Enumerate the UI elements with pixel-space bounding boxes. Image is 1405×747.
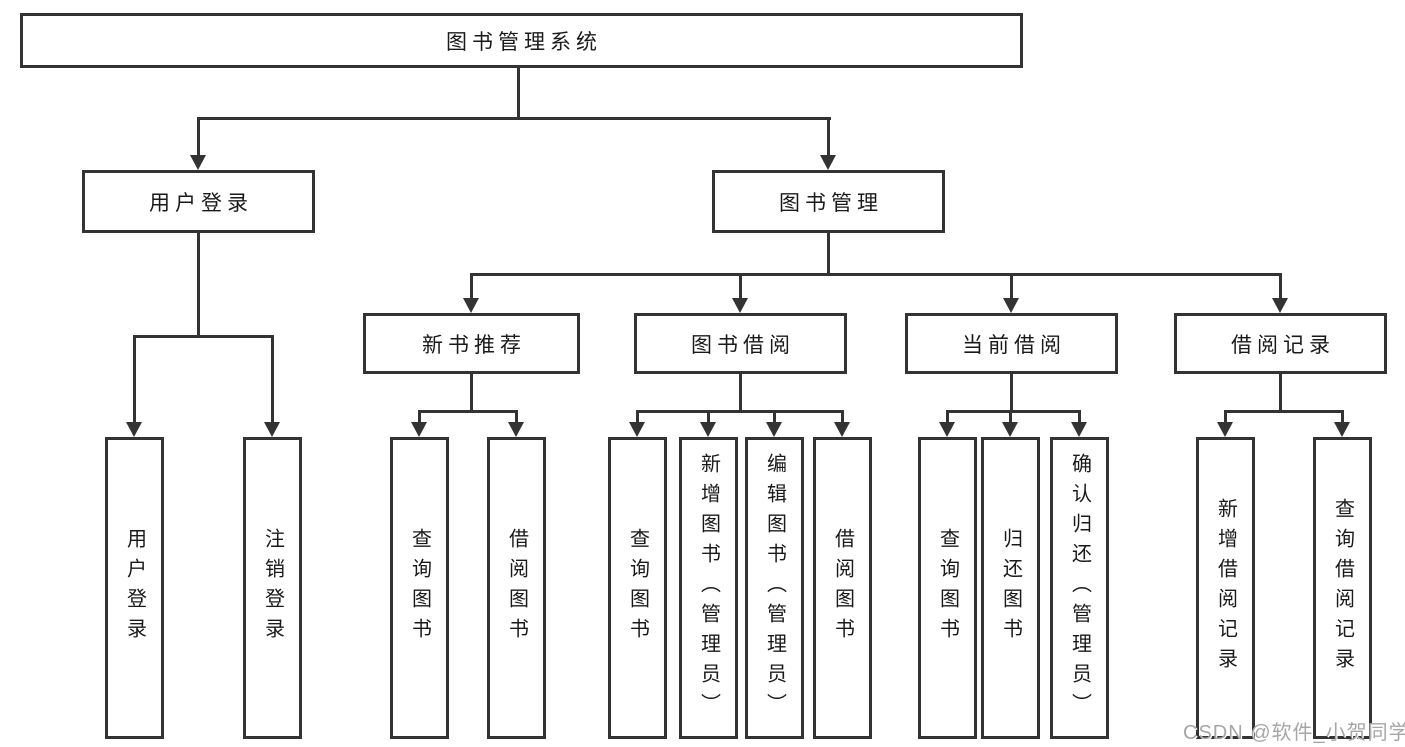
connector-line [827, 117, 830, 157]
connector-line [418, 410, 421, 424]
arrow-down-icon [264, 422, 280, 437]
connector-line [1009, 410, 1012, 424]
arrow-down-icon [732, 298, 748, 313]
connector-line [271, 335, 274, 424]
connector-line [773, 410, 776, 424]
leaf-add-borrow-record: 新增借阅记录 [1196, 437, 1255, 739]
arrow-down-icon [1334, 422, 1350, 437]
leaf-add-books-admin: 新增图书（管理员） [679, 437, 738, 739]
connector-line [1010, 372, 1013, 412]
connector-line [197, 117, 200, 157]
node-user-login-module: 用户登录 [82, 170, 315, 233]
arrow-down-icon [629, 422, 645, 437]
connector-line [1341, 410, 1344, 424]
leaf-query-borrow-record: 查询借阅记录 [1313, 437, 1372, 739]
connector-line [1224, 410, 1227, 424]
connector-line [197, 230, 200, 337]
node-borrow-records: 借阅记录 [1174, 313, 1387, 374]
connector-line [517, 66, 520, 119]
arrow-down-icon [766, 422, 782, 437]
connector-line [1078, 410, 1081, 424]
connector-line [133, 335, 274, 338]
leaf-confirm-return-admin: 确认归还（管理员） [1050, 437, 1109, 739]
leaf-borrow-books: 借阅图书 [813, 437, 872, 739]
arrow-down-icon [1217, 422, 1233, 437]
arrow-down-icon [700, 422, 716, 437]
connector-line [515, 410, 518, 424]
connector-line [470, 273, 1282, 276]
connector-line [827, 230, 830, 275]
arrow-down-icon [508, 422, 524, 437]
connector-line [707, 410, 710, 424]
arrow-down-icon [1272, 298, 1288, 313]
arrow-down-icon [126, 422, 142, 437]
leaf-query-books-borrow: 查询图书 [608, 437, 667, 739]
node-root-system: 图书管理系统 [20, 13, 1023, 68]
node-book-borrow: 图书借阅 [634, 313, 847, 374]
leaf-logout: 注销登录 [243, 437, 302, 739]
arrow-down-icon [1003, 298, 1019, 313]
connector-line [946, 410, 1080, 413]
leaf-user-login: 用户登录 [105, 437, 164, 739]
arrow-down-icon [463, 298, 479, 313]
arrow-down-icon [190, 155, 206, 170]
connector-line [739, 273, 742, 300]
node-book-management-module: 图书管理 [712, 170, 945, 233]
connector-line [636, 410, 639, 424]
csdn-watermark: CSDN @软件_小贺同学 [1183, 722, 1405, 744]
connector-line [418, 410, 518, 413]
arrow-down-icon [939, 422, 955, 437]
arrow-down-icon [820, 155, 836, 170]
connector-line [1010, 273, 1013, 300]
connector-line [1279, 372, 1282, 412]
connector-line [197, 117, 831, 120]
connector-line [1279, 273, 1282, 300]
connector-line [133, 335, 136, 424]
connector-line [841, 410, 844, 424]
leaf-query-books-recommend: 查询图书 [390, 437, 449, 739]
connector-line [1224, 410, 1343, 413]
arrow-down-icon [1002, 422, 1018, 437]
arrow-down-icon [411, 422, 427, 437]
leaf-query-books-current: 查询图书 [918, 437, 977, 739]
connector-line [636, 410, 842, 413]
node-new-book-recommend: 新书推荐 [363, 313, 580, 374]
leaf-edit-books-admin: 编辑图书（管理员） [745, 437, 804, 739]
arrow-down-icon [834, 422, 850, 437]
leaf-return-books: 归还图书 [981, 437, 1040, 739]
leaf-borrow-books-recommend: 借阅图书 [487, 437, 546, 739]
node-current-borrow: 当前借阅 [905, 313, 1118, 374]
connector-line [739, 372, 742, 412]
arrow-down-icon [1071, 422, 1087, 437]
connector-line [470, 273, 473, 300]
connector-line [946, 410, 949, 424]
connector-line [470, 372, 473, 412]
